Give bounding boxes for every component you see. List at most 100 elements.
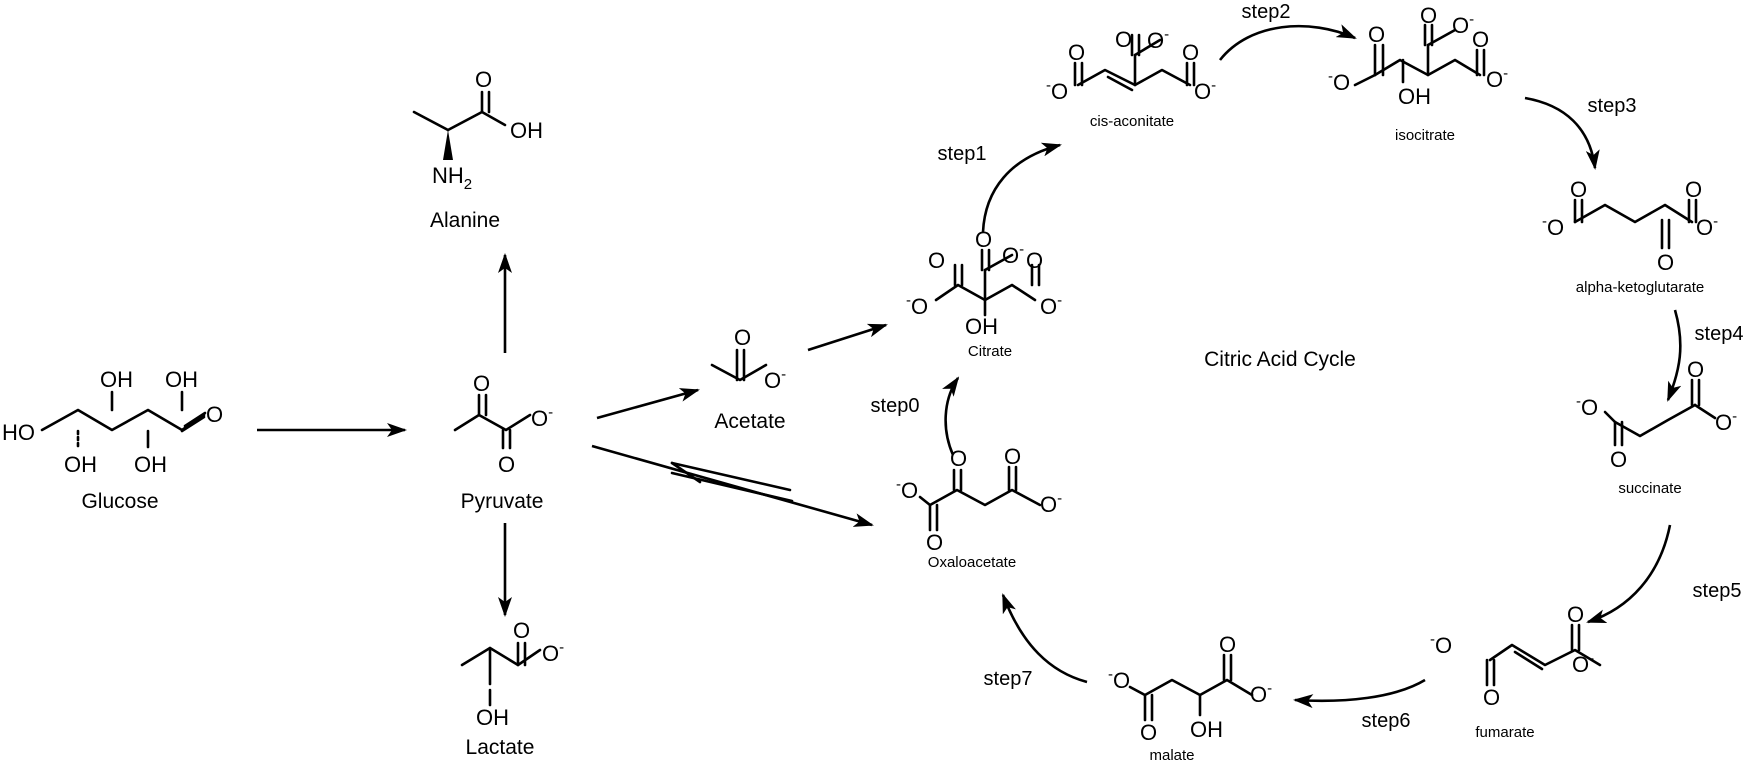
pyruvate-carbonyl-o: O [498,452,515,477]
cis-aconitate-o-3: O [1182,40,1199,65]
cis-aconitate-carboxylate-o-3: O- [1194,77,1216,104]
alanine-amine: NH2 [432,163,472,193]
succinate-o-1: O [1610,447,1627,472]
pyruvate-structure: O O- O [453,371,553,477]
step3-label: step3 [1588,95,1637,117]
arrow-pyruvate-to-oxaloacetate [591,444,874,527]
malate-oh: OH [1190,717,1223,742]
isocitrate-o-2: O [1420,3,1437,28]
alpha-ketoglutarate-carboxylate-o-1: -O [1542,213,1564,240]
alanine-o: O [475,67,492,92]
fumarate-o-1: O [1483,685,1500,710]
lactate-label: Lactate [466,736,535,759]
step0-label: step0 [871,395,920,417]
citrate-structure: O -O O O- O O- OH [906,227,1062,339]
cycle-label: Citric Acid Cycle [1204,348,1356,371]
step1-label: step1 [938,143,987,165]
cis-aconitate-structure: O -O O O- O O- [1046,26,1216,104]
succinate-label: succinate [1618,480,1681,497]
alpha-ketoglutarate-label: alpha-ketoglutarate [1576,279,1704,296]
malate-structure: -O O OH O O- [1108,632,1272,745]
alanine-oh: OH [510,118,543,143]
arrow-pyruvate-to-acetate [596,388,700,420]
citrate-o-2: O [975,227,992,252]
glucose-oh-4: OH [165,367,198,392]
cis-aconitate-carboxylate-o-2: O- [1147,26,1169,53]
succinate-o-2: O [1687,357,1704,382]
cis-aconitate-o-2: O [1115,27,1132,52]
alanine-label: Alanine [430,209,500,232]
arrow-step0 [942,376,960,456]
isocitrate-carboxylate-o-2: O- [1452,11,1474,38]
arrow-step1 [981,142,1062,233]
fumarate-label: fumarate [1475,724,1534,741]
lactate-structure: O O- OH [460,618,564,730]
alanine-structure: O OH NH2 [412,67,543,193]
glucose-oh-2: OH [100,367,133,392]
arrow-step3 [1524,96,1600,170]
glucose-aldehyde-o: O [206,402,223,427]
oxaloacetate-label: Oxaloacetate [928,554,1016,571]
arrow-step5 [1586,524,1672,624]
glucose-label: Glucose [81,490,158,513]
step7-label: step7 [984,668,1033,690]
isocitrate-carboxylate-o-3: O- [1486,65,1508,92]
isocitrate-label: isocitrate [1395,127,1455,144]
citrate-o-1: O [928,248,945,273]
cis-aconitate-o-1: O [1068,40,1085,65]
pyruvate-label: Pyruvate [461,490,544,513]
citrate-oh: OH [965,314,998,339]
citrate-carboxylate-o-1: -O [906,292,928,319]
oxaloacetate-o-2: O [1004,444,1021,469]
lactate-o: O [513,618,530,643]
fumarate-o-2: O [1567,602,1584,627]
acetate-label: Acetate [714,410,785,433]
glucose-oh-5: OH [134,452,167,477]
citrate-carboxylate-o-3: O- [1040,292,1062,319]
arrow-step4 [1666,309,1682,402]
oxaloacetate-carboxylate-o-2: O- [1040,490,1062,517]
lactate-carboxylate-o: O- [542,639,564,666]
citrate-carboxylate-o-2: O- [1002,241,1024,268]
citrate-o-3: O [1026,248,1043,273]
acetate-o: O [734,325,751,350]
arrow-step7 [1001,593,1088,684]
acetate-carboxylate-o: O- [764,366,786,393]
oxaloacetate-carboxylate-o-1: -O [896,476,918,503]
malate-carboxylate-o-1: -O [1108,666,1130,693]
malate-label: malate [1149,747,1194,763]
glucose-oh-3: OH [64,452,97,477]
isocitrate-oh: OH [1398,84,1431,109]
pyruvate-ketone-o: O [473,371,490,396]
isocitrate-o-1: O [1368,22,1385,47]
malate-carboxylate-o-2: O- [1250,680,1272,707]
alpha-ketoglutarate-o-3: O [1685,177,1702,202]
isocitrate-o-3: O [1472,27,1489,52]
isocitrate-structure: O -O OH O O- O O- [1328,3,1508,109]
step2-label: step2 [1242,1,1291,23]
malate-o-2: O [1219,632,1236,657]
step5-label: step5 [1693,580,1742,602]
alpha-ketoglutarate-carboxylate-o-2: O- [1696,213,1718,240]
arrow-acetate-to-citrate [807,323,888,352]
glucose-ho-label: HO [2,420,35,445]
citrate-label: Citrate [968,343,1012,360]
succinate-carboxylate-o-2: O- [1715,408,1737,435]
fumarate-structure: -O O O O- [1430,602,1602,710]
acetate-structure: O O- [710,325,786,393]
arrow-oxaloacetate-to-pyruvate [670,461,794,503]
oxaloacetate-ketone-o: O [950,446,967,471]
lactate-oh: OH [476,705,509,730]
fumarate-carboxylate-o-2: O- [1572,650,1594,677]
glucose-structure: HO OH OH OH OH O [2,367,223,477]
step4-label: step4 [1695,323,1744,345]
pyruvate-carboxylate-o: O- [531,404,553,431]
succinate-carboxylate-o-1: -O [1576,393,1598,420]
cis-aconitate-carboxylate-o-1: -O [1046,77,1068,104]
oxaloacetate-o-1: O [926,530,943,555]
step6-label: step6 [1362,710,1411,732]
arrow-step6 [1293,678,1426,709]
oxaloacetate-structure: -O O O O O- [896,444,1062,555]
arrow-step2 [1218,24,1357,61]
cis-aconitate-label: cis-aconitate [1090,113,1174,130]
